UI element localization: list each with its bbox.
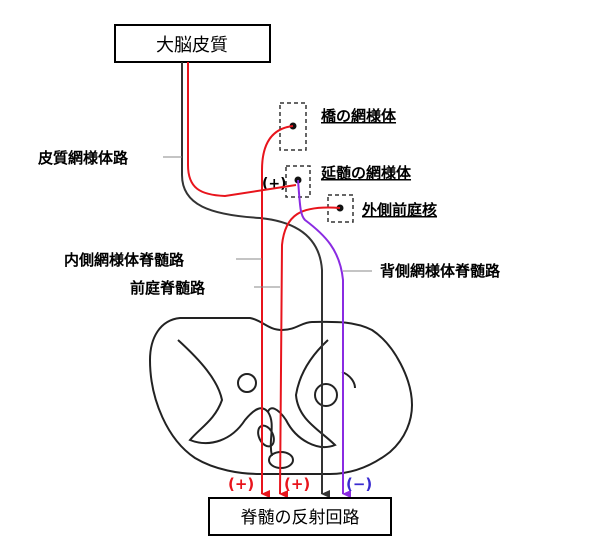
purple-dorsal-tract [297, 179, 351, 498]
cortex-box: 大脳皮質 [114, 24, 271, 63]
sign-red-plus-2: (+) [284, 475, 310, 493]
pontine-label: 橋の網様体 [321, 107, 397, 125]
label-corticoreticular: 皮質網様体路 [38, 149, 129, 167]
medullary-nucleus: 延髄の網様体 (+) [262, 164, 412, 198]
red-cortical-fiber [187, 62, 297, 198]
medullary-label: 延髄の網様体 [320, 164, 412, 182]
vestibular-label: 外側前庭核 [361, 201, 437, 219]
cortex-label: 大脳皮質 [156, 35, 228, 56]
red-pontine-tract [261, 125, 294, 498]
reflex-label: 脊髄の反射回路 [241, 508, 360, 528]
gray-tract-line [181, 62, 330, 498]
pontine-nucleus: 橋の網様体 [279, 102, 397, 151]
sign-purple-minus: (−) [346, 475, 372, 493]
sign-red-plus-1: (+) [228, 475, 254, 493]
label-vestibulospinal: 前庭脊髄路 [130, 279, 206, 297]
red-vestibular-tract [279, 206, 341, 499]
label-medial-reticulospinal: 内側網様体脊髄路 [64, 251, 185, 269]
label-dorsal-reticulospinal: 背側網様体脊髄路 [380, 262, 501, 280]
reflex-box: 脊髄の反射回路 [208, 497, 392, 536]
vestibular-nucleus: 外側前庭核 [327, 194, 437, 223]
